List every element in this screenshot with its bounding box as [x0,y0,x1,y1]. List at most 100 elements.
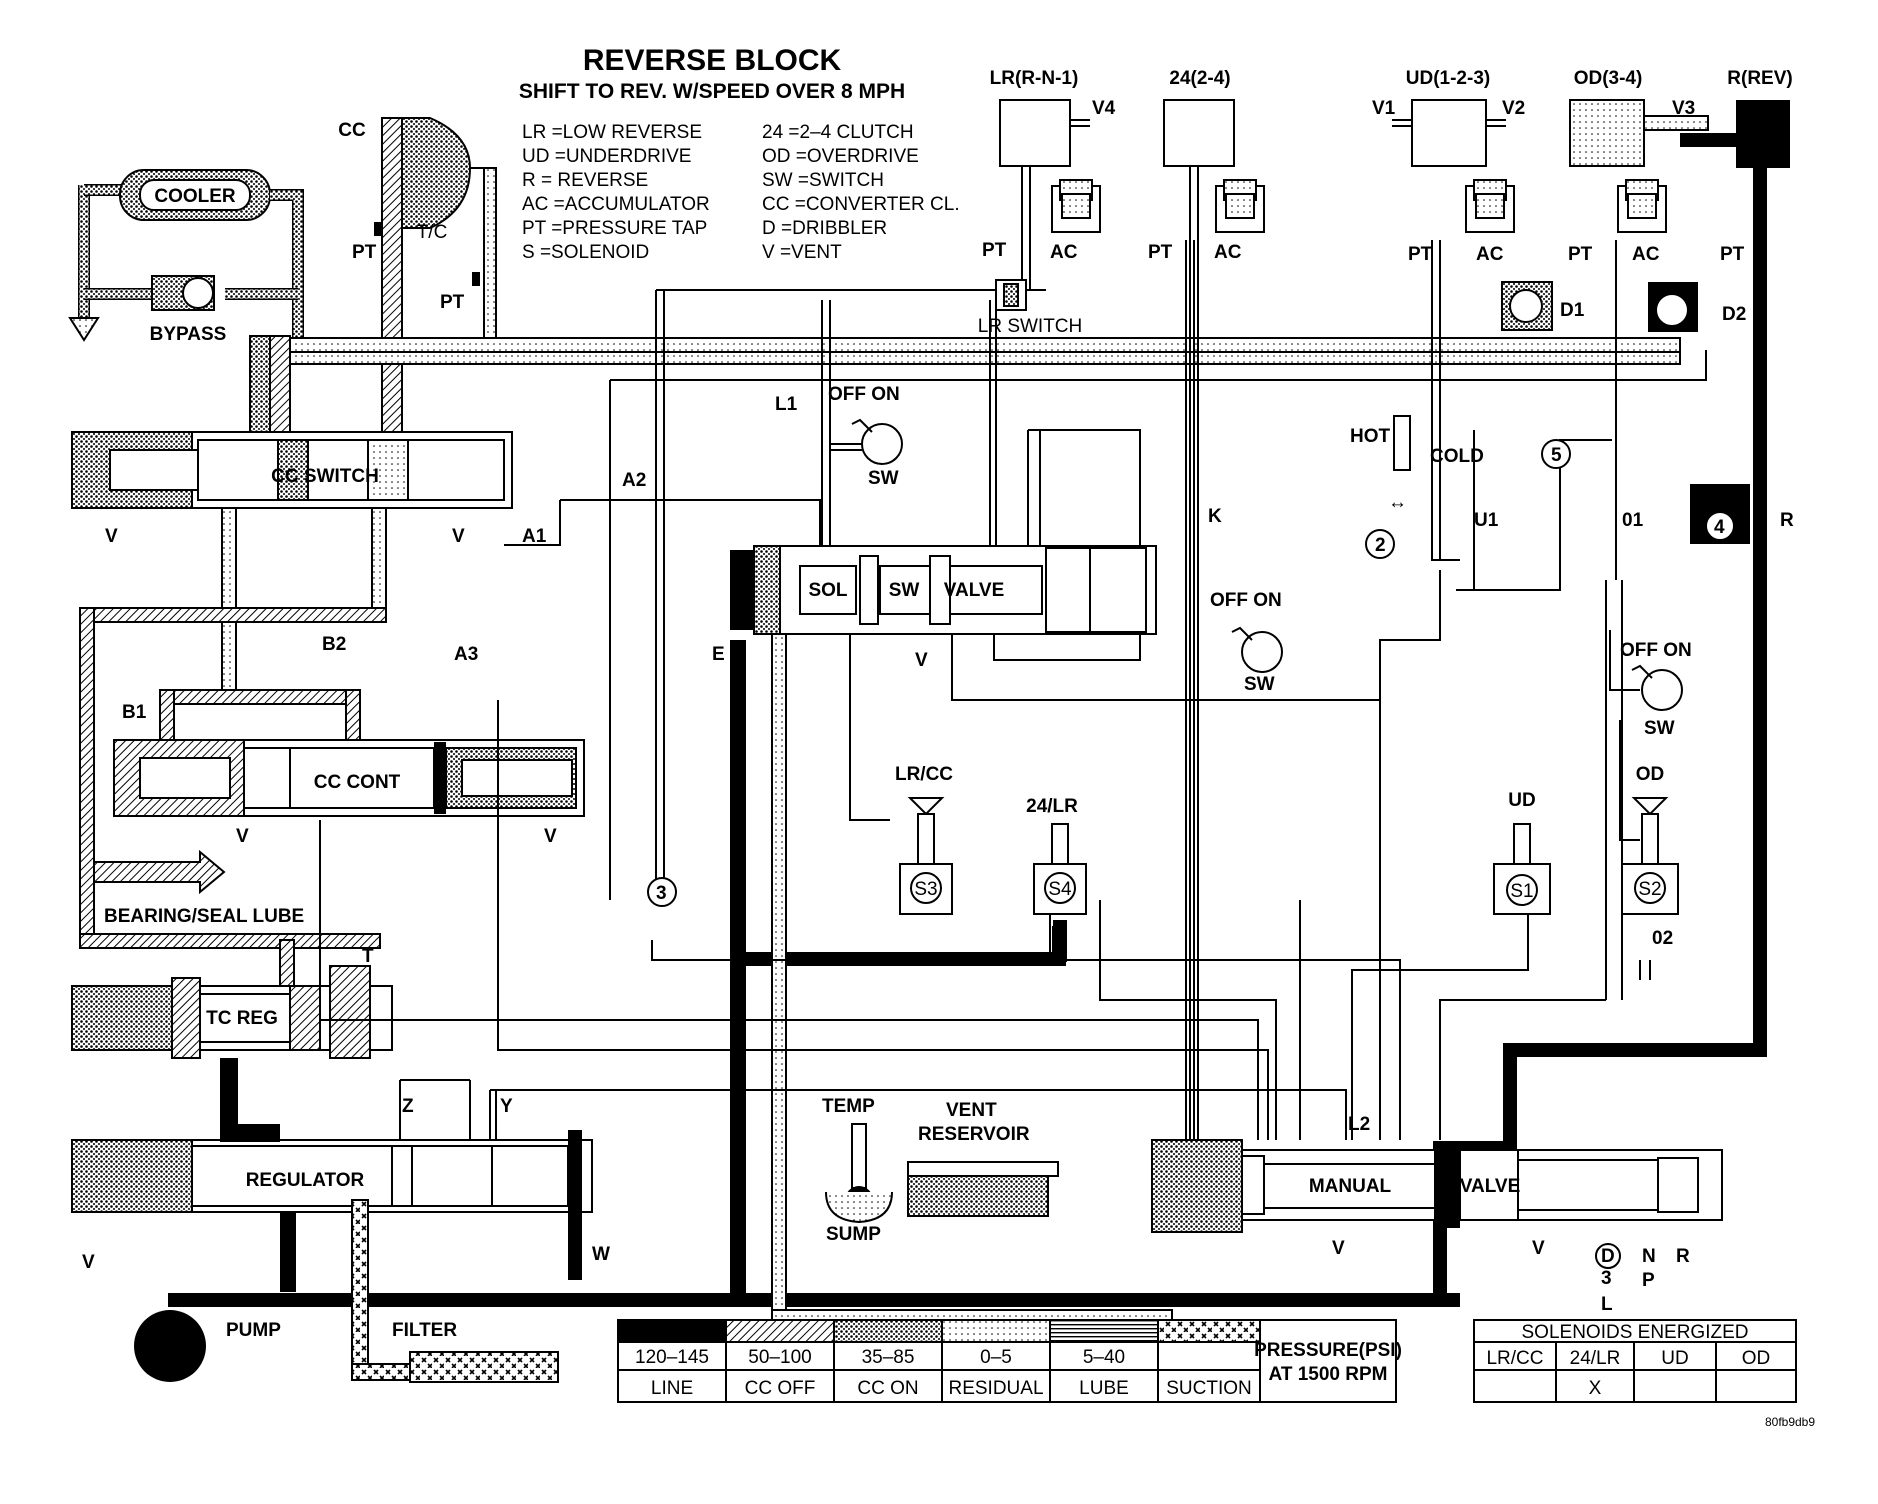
rev-clutch-label: R(REV) [1727,68,1792,89]
port-3: 3 [647,877,677,907]
s1-label: S1 [1510,881,1533,902]
bypass-label: BYPASS [150,324,227,345]
d2-label: D2 [1722,304,1746,325]
clutch-ud: UD(1-2-3) V1 V2 PT AC D1 U1 HOT COLD ↔ 2 [1350,68,1585,559]
cooler-circuit: COOLER BYPASS [68,169,304,345]
pump-label: PUMP [226,1320,281,1341]
abbrev-left-1: UD =UNDERDRIVE [522,146,691,167]
cooler-inner [139,179,251,211]
gear-3: 3 [1601,1268,1612,1289]
manual-valve-label: VALVE [1460,1176,1521,1197]
num-4: 4 [1714,517,1725,538]
od-ac: AC [1632,244,1660,265]
lr-pressure-switch: L1 OFF ON SW A2 [622,384,903,491]
c24-switch-offon: OFF ON [1210,590,1282,611]
cold-label: COLD [1430,446,1484,467]
cc-passages: B2 B1 [79,507,387,949]
l1-label: L1 [775,394,798,415]
ud-clutch-label: UD(1-2-3) [1406,68,1490,89]
od-pt: PT [1568,244,1593,265]
abbrev-right-5: V =VENT [762,242,842,263]
pump-filter: PUMP FILTER [134,100,1790,1383]
legend-name-cc-on: CC ON [857,1378,918,1399]
cc-label: CC [338,120,366,141]
num-2: 2 [1375,535,1386,556]
t-label: T [362,946,374,967]
cc-switch-vent-1: V [105,526,118,547]
solenoid-s1: UD S1 [1493,790,1551,915]
tc-reg-label: TC REG [206,1008,278,1029]
manual-vent-2: V [1532,1238,1545,1259]
s1-title: UD [1508,790,1535,811]
lube-arrow-icon [93,849,226,895]
od-clutch-label: OD(3-4) [1574,68,1643,89]
abbrev-right-4: D =DRIBBLER [762,218,887,239]
tc-label: T/C [417,222,448,243]
lr-pt: PT [982,240,1007,261]
od-sw: SW [1644,718,1675,739]
y-label: Y [500,1096,513,1117]
gear-r: R [1676,1246,1690,1267]
lr-clutch-label: LR(R-N-1) [990,68,1079,89]
a2-label: A2 [622,470,646,491]
w-label: W [592,1244,610,1265]
ud-ac: AC [1476,244,1504,265]
c24-ac: AC [1214,242,1242,263]
tc-regulator: TC REG [71,939,393,1059]
sol-table-h1: 24/LR [1570,1348,1621,1369]
legend-title-1: PRESSURE(PSI) [1254,1340,1402,1361]
legend-swatch-suction [1157,1319,1261,1343]
legend-range-residual: 0–5 [980,1347,1012,1368]
clutch-od: OD(3-4) V3 PT AC 5 01 OFF ON SW [1541,68,1709,739]
cc-switch-label: CC SWITCH [271,466,379,487]
residual-passages [319,240,1707,1140]
rev-pt: PT [1720,244,1745,265]
clutch-lr: LR(R-N-1) V4 PT AC LR SWITCH [978,68,1116,337]
pressure-legend: 120–145 50–100 35–85 0–5 5–40 LINE CC OF… [617,1319,1402,1403]
cc-cont-vent-1: V [236,826,249,847]
s2-label: S2 [1638,879,1661,900]
clutch-rev: R(REV) PT D2 4 R [1648,68,1794,538]
od-switch-offon: OFF ON [1620,640,1692,661]
temp-label: TEMP [822,1096,875,1117]
v3-label: V3 [1672,98,1695,119]
gear-d: D [1601,1246,1615,1267]
sol-table-title: SOLENOIDS ENERGIZED [1522,1322,1749,1343]
cc-switch-valve: CC SWITCH V V A1 [71,431,547,547]
solenoid-s4: 24/LR S4 [1026,796,1087,962]
abbrev-left-3: AC =ACCUMULATOR [522,194,710,215]
abbrev-left-0: LR =LOW REVERSE [522,122,702,143]
pt-tc-2: PT [440,292,465,313]
d1-label: D1 [1560,300,1585,321]
ssv-vent: V [915,650,928,671]
manual-valve: MANUAL VALVE L2 V V D 3 L N P R [1151,1114,1723,1315]
lr-switch-label: LR SWITCH [978,316,1083,337]
abbrev-right-1: OD =OVERDRIVE [762,146,919,167]
cc-switch-vent-2: V [452,526,465,547]
o2-label: 02 [1652,928,1673,949]
filter-label: FILTER [392,1320,457,1341]
thermometer-icon [851,1123,867,1189]
lr-sw: SW [868,468,899,489]
num-5: 5 [1551,445,1562,466]
legend-swatch-cc-off [725,1319,835,1343]
legend-swatch-line [618,1320,726,1342]
bearing-lube: BEARING/SEAL LUBE T [93,849,374,967]
c24-pt: PT [1148,242,1173,263]
gear-p: P [1642,1270,1655,1291]
cooler-label: COOLER [154,186,236,207]
torque-converter: CC T/C PT PT [338,117,497,451]
sw-label: SW [889,580,920,601]
pt-tc-1: PT [352,242,377,263]
legend-name-suction: SUCTION [1166,1378,1252,1399]
cc-control-valve: CC CONT V V A3 [113,644,585,847]
manual-vent-1: V [1332,1238,1345,1259]
b1-label: B1 [122,702,147,723]
cc-cont-vent-2: V [544,826,557,847]
s3-label: S3 [914,879,937,900]
b2-label: B2 [322,634,346,655]
legend-range-line: 120–145 [635,1347,709,1368]
abbrev-right-0: 24 =2–4 CLUTCH [762,122,914,143]
abbrev-left-4: PT =PRESSURE TAP [522,218,707,239]
